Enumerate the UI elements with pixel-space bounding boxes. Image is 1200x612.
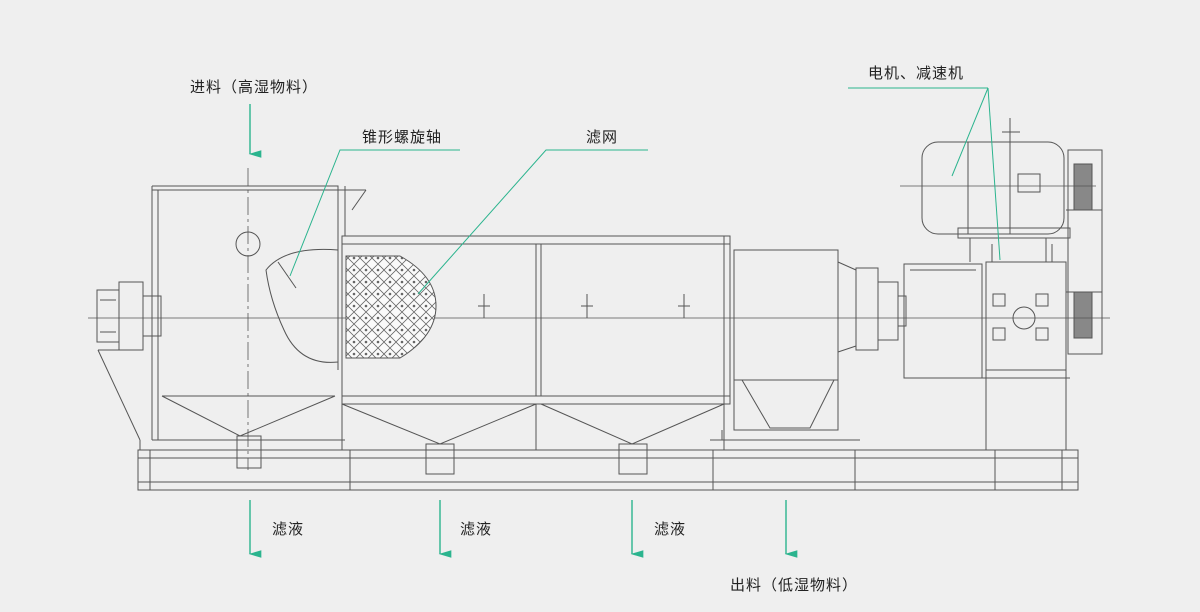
machine-outline <box>88 118 1110 491</box>
motor <box>921 141 1065 235</box>
inlet-label: 进料（高湿物料） <box>190 78 319 96</box>
filtrate-label-2: 滤液 <box>460 520 493 538</box>
flow-arrows <box>248 104 798 558</box>
feed-hopper <box>152 185 339 370</box>
cone-screw-shaft <box>265 248 339 363</box>
leader-filter-screen <box>417 149 648 295</box>
discharge-housing <box>733 249 839 431</box>
base-frame <box>137 449 1079 491</box>
outlet-label: 出料（低湿物料） <box>730 576 859 594</box>
belt-guard <box>1067 149 1103 355</box>
leader-screw-shaft <box>289 149 460 277</box>
left-bearing <box>96 289 120 343</box>
leader-lines <box>289 87 1001 295</box>
leader-reducer <box>987 87 1001 261</box>
coupling-box <box>903 263 983 379</box>
reducer <box>985 261 1067 371</box>
screw-shaft-label: 锥形螺旋轴 <box>362 128 443 146</box>
filtrate-label-3: 滤液 <box>654 520 687 538</box>
filtrate-label-1: 滤液 <box>272 520 305 538</box>
leader-motor <box>951 87 989 177</box>
motor-reducer-label: 电机、减速机 <box>868 64 965 82</box>
filter-screen-mesh <box>345 255 437 359</box>
filter-screen-label: 滤网 <box>586 128 619 146</box>
